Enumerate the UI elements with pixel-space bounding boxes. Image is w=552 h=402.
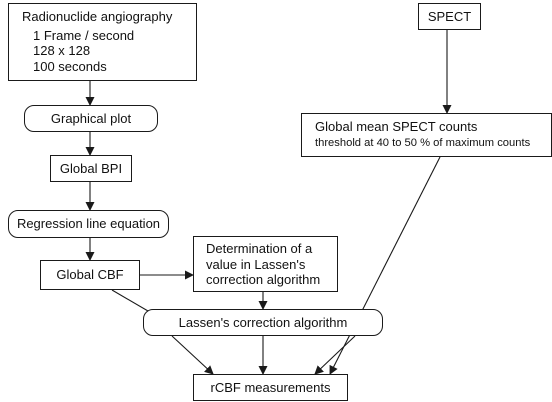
determination-box: Determination of a value in Lassen's cor… [193,236,338,292]
spect-counts-title: Global mean SPECT counts [315,119,478,134]
global-cbf-label: Global CBF [56,267,124,283]
graphical-plot-box: Graphical plot [24,105,158,132]
radionuclide-angiography-box: Radionuclide angiography 1 Frame / secon… [8,3,197,81]
arrow-spect-counts-to-rcbf [329,156,441,375]
rcbf-label: rCBF measurements [210,379,331,395]
spect-counts-threshold: threshold at 40 to 50 % of maximum count… [315,136,531,149]
determination-line-2: value in Lassen's [206,256,306,272]
rcbf-measurements-box: rCBF measurements [193,374,348,401]
spect-label: SPECT [427,8,472,24]
determination-line-1: Determination of a [206,241,313,256]
global-bpi-label: Global BPI [59,160,123,176]
lassen-label: Lassen's correction algorithm [178,314,348,330]
angiography-duration: 100 seconds [33,58,107,74]
determination-line-3: correction algorithm [206,272,321,288]
global-bpi-box: Global BPI [50,155,132,182]
arrow-lassen-to-rcbf-right [314,335,356,375]
arrow-lassen-to-rcbf-left [171,335,214,375]
regression-line-equation-box: Regression line equation [8,210,169,238]
angiography-matrix: 128 x 128 [33,43,91,59]
global-cbf-box: Global CBF [40,260,140,290]
angiography-frame-rate: 1 Frame / second [33,27,135,43]
spect-box: SPECT [418,3,481,30]
angiography-title: Radionuclide angiography [22,9,173,24]
graphical-plot-label: Graphical plot [50,110,132,126]
global-mean-spect-counts-box: Global mean SPECT counts threshold at 40… [301,113,552,157]
regression-label: Regression line equation [16,216,161,232]
lassen-correction-algorithm-box: Lassen's correction algorithm [143,309,383,336]
